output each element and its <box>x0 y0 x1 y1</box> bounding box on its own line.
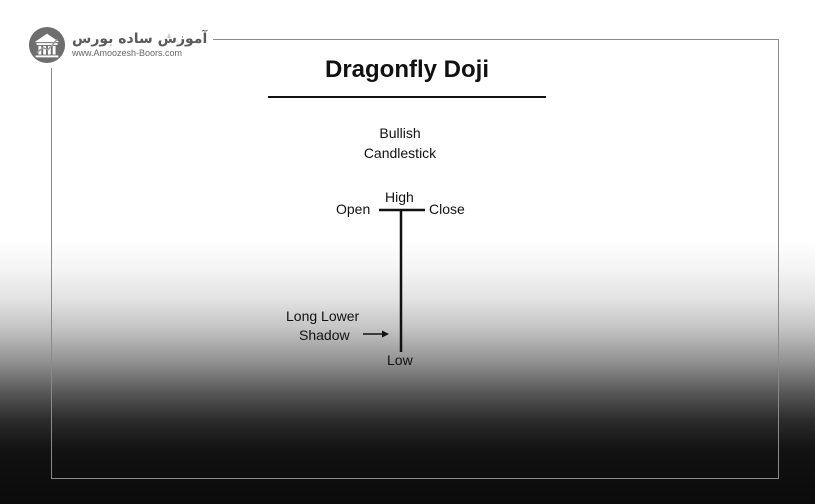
logo-name: آموزش ساده بورس <box>72 31 208 47</box>
label-shadow-line-1: Long Lower <box>286 308 360 324</box>
label-low: Low <box>387 352 413 368</box>
diagram-frame <box>51 39 779 479</box>
site-logo[interactable]: آموزش ساده بورس www.Amoozesh-Boors.com <box>28 22 214 68</box>
logo-url[interactable]: www.Amoozesh-Boors.com <box>72 48 183 58</box>
shadow-arrow-icon <box>363 330 389 338</box>
label-open: Open <box>336 201 371 217</box>
candlestick-type: Bullish Candlestick <box>330 123 470 163</box>
diagram-title: Dragonfly Doji <box>324 56 489 83</box>
label-shadow-line-2: Shadow <box>299 327 350 343</box>
title-underline <box>268 96 546 98</box>
label-close: Close <box>429 201 465 217</box>
label-high: High <box>385 189 414 205</box>
label-long-lower-shadow: Long Lower Shadow <box>286 307 359 345</box>
subtitle-line-2: Candlestick <box>363 145 437 161</box>
subtitle-line-1: Bullish <box>379 125 421 141</box>
rising-chart-building-icon <box>28 26 66 64</box>
